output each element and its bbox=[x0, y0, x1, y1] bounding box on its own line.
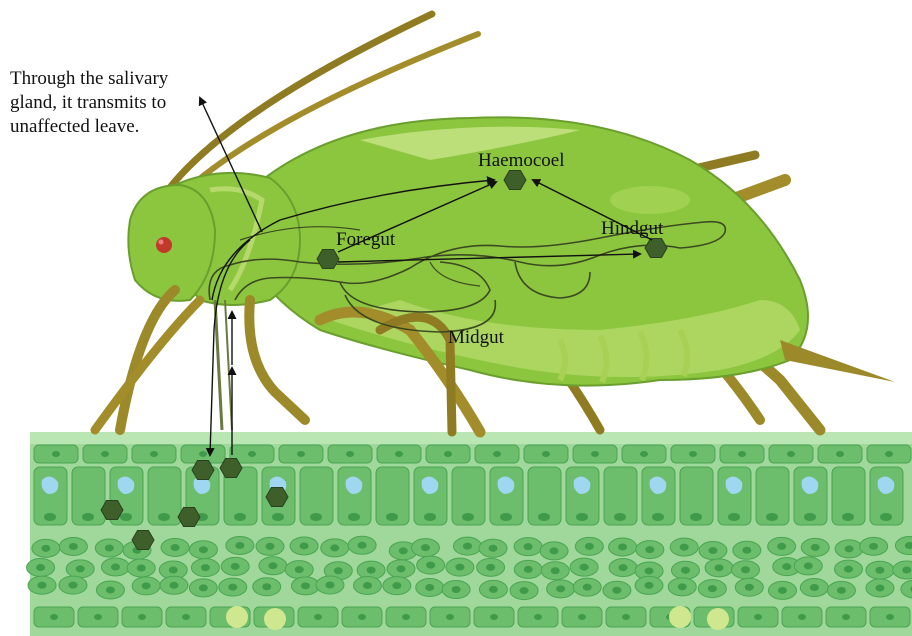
virus-hindgut bbox=[645, 239, 667, 258]
stoma-cell bbox=[669, 606, 691, 628]
leg-mid-1 bbox=[249, 300, 305, 420]
aphid bbox=[95, 14, 895, 432]
virus-leaf bbox=[132, 531, 154, 550]
caption-line-2: gland, it transmits to bbox=[10, 91, 168, 115]
virus-leaf bbox=[266, 488, 288, 507]
label-midgut: Midgut bbox=[448, 327, 504, 349]
aphid-eye bbox=[156, 237, 172, 253]
stoma-cell bbox=[264, 608, 286, 630]
virus-foregut bbox=[317, 250, 339, 269]
virus-leaf bbox=[101, 501, 123, 520]
virus-haemocoel bbox=[504, 171, 526, 190]
label-foregut: Foregut bbox=[336, 229, 395, 251]
virus-leaf bbox=[220, 459, 242, 478]
transmission-caption: Through the salivary gland, it transmits… bbox=[10, 67, 168, 139]
caption-line-1: Through the salivary bbox=[10, 67, 168, 91]
virus-leaf bbox=[178, 508, 200, 527]
caption-line-3: unaffected leave. bbox=[10, 115, 168, 139]
stoma-cell bbox=[707, 608, 729, 630]
palisade-layer bbox=[34, 467, 903, 525]
label-haemocoel: Haemocoel bbox=[478, 150, 565, 172]
label-hindgut: Hindgut bbox=[601, 218, 663, 240]
stoma-cell bbox=[226, 606, 248, 628]
virus-leaf bbox=[192, 461, 214, 480]
leaf-tissue bbox=[27, 432, 912, 636]
stylet bbox=[215, 300, 222, 430]
